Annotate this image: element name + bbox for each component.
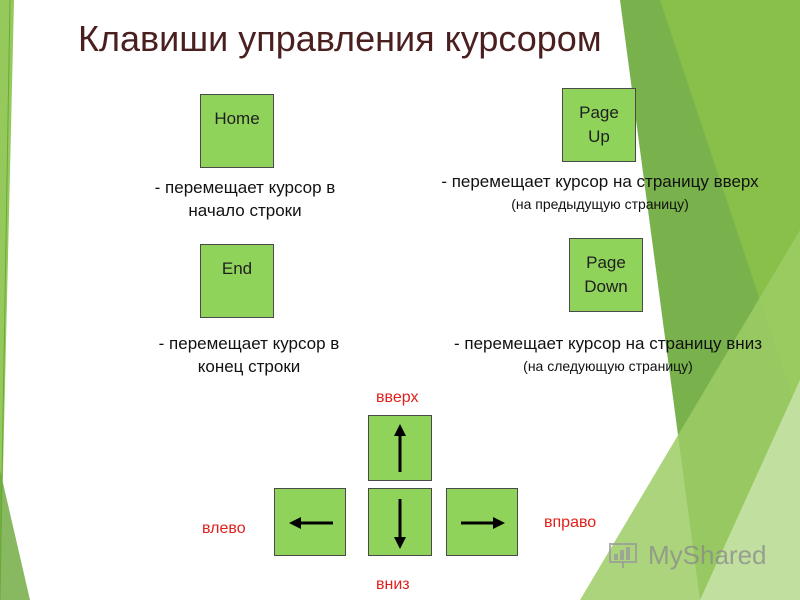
direction-up-label: вверх	[376, 389, 419, 406]
home-key: Home	[200, 94, 274, 168]
page-up-note: (на предыдущую страницу)	[511, 196, 689, 212]
end-key: End	[200, 244, 274, 318]
arrow-down-key	[368, 488, 432, 556]
home-desc-line-1: - перемещает курсор в	[154, 178, 336, 197]
arrow-left-icon	[289, 517, 333, 529]
home-description: - перемещает курсор в начало строки	[120, 176, 370, 222]
page-up-label-line-1: Page	[579, 103, 619, 122]
direction-down-label: вниз	[376, 576, 410, 593]
page-down-note: (на следующую страницу)	[523, 358, 693, 374]
arrow-down-icon	[394, 499, 406, 549]
end-desc-line-2: конец строки	[197, 357, 301, 376]
arrow-up-icon	[394, 424, 406, 472]
watermark: MyShared	[608, 538, 767, 572]
arrow-up-key	[368, 415, 432, 481]
direction-right-label: вправо	[544, 514, 597, 531]
page-down-key: Page Down	[569, 238, 643, 312]
home-desc-line-2: начало строки	[188, 201, 302, 220]
watermark-logo-icon	[609, 543, 637, 568]
arrow-left-key	[274, 488, 346, 556]
page-up-label-line-2: Up	[588, 127, 610, 146]
page-down-description: - перемещает курсор на страницу вниз (на…	[408, 332, 800, 378]
arrow-right-icon	[461, 517, 505, 529]
end-desc-line-1: - перемещает курсор в	[158, 334, 340, 353]
home-key-label: Home	[214, 109, 260, 128]
arrow-right-key	[446, 488, 518, 556]
watermark-text: MyShared	[648, 539, 767, 570]
page-title: Клавиши управления курсором	[78, 18, 602, 59]
page-down-desc: - перемещает курсор на страницу вниз	[454, 334, 762, 353]
page-up-description: - перемещает курсор на страницу вверх (н…	[400, 170, 800, 216]
end-key-label: End	[221, 259, 253, 278]
page-down-label-line-2: Down	[584, 277, 628, 296]
direction-left-label: влево	[202, 520, 246, 537]
page-down-label-line-1: Page	[586, 253, 626, 272]
end-description: - перемещает курсор в конец строки	[124, 332, 374, 378]
page-up-key: Page Up	[562, 88, 636, 162]
page-up-desc: - перемещает курсор на страницу вверх	[441, 172, 759, 191]
